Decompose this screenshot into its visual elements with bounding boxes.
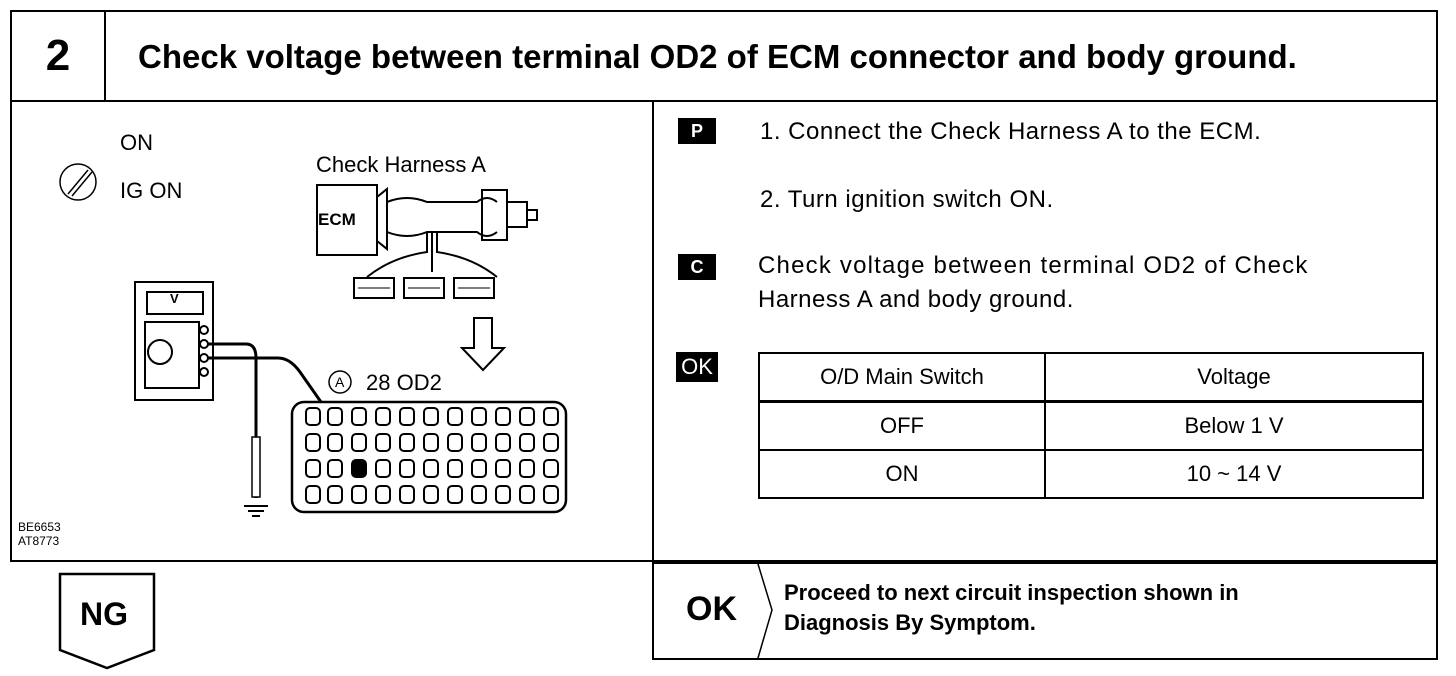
step-header: 2 Check voltage between terminal OD2 of …: [10, 10, 1438, 102]
voltmeter-label: V: [170, 291, 179, 306]
check-badge: C: [678, 254, 716, 280]
ng-result-shape: [58, 572, 156, 670]
connector-terminals: [305, 407, 559, 504]
table-cell: OFF: [758, 400, 1046, 451]
content-frame: [10, 100, 1438, 562]
ref-code-1: BE6653: [18, 520, 61, 534]
ng-result-label: NG: [80, 596, 128, 632]
ground-icon: [244, 505, 268, 517]
check-instruction-line-2: Harness A and body ground.: [758, 286, 1074, 313]
ok-result-text-line-1: Proceed to next circuit inspection shown…: [784, 580, 1239, 605]
prep-badge: P: [678, 118, 716, 144]
table-row: ON 10 ~ 14 V: [758, 449, 1424, 499]
probe-lead: [208, 356, 372, 473]
column-divider: [652, 100, 654, 660]
ignition-on-label: ON: [120, 130, 153, 155]
step-number: 2: [12, 12, 106, 100]
ignition-key-icon: [59, 163, 97, 201]
voltage-spec-table: O/D Main Switch Voltage OFF Below 1 V ON…: [758, 352, 1424, 499]
ok-result-box: [652, 562, 1438, 660]
terminal-label: 28 OD2: [366, 370, 442, 395]
ref-code-2: AT8773: [18, 534, 60, 548]
table-header-row: O/D Main Switch Voltage: [758, 352, 1424, 403]
check-harness-icon: [316, 184, 538, 278]
table-cell: Below 1 V: [1044, 400, 1424, 451]
ok-chevron-icon: [757, 563, 773, 659]
check-instruction-line-1: Check voltage between terminal OD2 of Ch…: [758, 252, 1309, 279]
step-title: Check voltage between terminal OD2 of EC…: [138, 38, 1297, 75]
terminal-marker: A: [335, 374, 345, 390]
terminal-marker-circle: [328, 370, 352, 394]
wiring-illustration: [59, 163, 568, 517]
table-header-cell: Voltage: [1044, 352, 1424, 403]
ok-result-text: Proceed to next circuit inspection shown…: [784, 578, 1404, 638]
ok-badge: OK: [676, 352, 718, 382]
harness-connector-blocks: [353, 277, 495, 299]
ignition-ig-on-label: IG ON: [120, 178, 183, 203]
procedure-step-1: 1. Connect the Check Harness A to the EC…: [760, 118, 1262, 145]
ok-result-text-line-2: Diagnosis By Symptom.: [784, 610, 1036, 635]
table-row: OFF Below 1 V: [758, 400, 1424, 451]
ecm-label: ECM: [318, 210, 356, 229]
table-cell: ON: [758, 449, 1046, 499]
check-harness-label: Check Harness A: [316, 152, 486, 177]
table-cell: 10 ~ 14 V: [1044, 449, 1424, 499]
table-header-cell: O/D Main Switch: [758, 352, 1046, 403]
ecm-connector-face: [290, 400, 568, 514]
voltmeter-icon: [134, 281, 214, 401]
down-arrow-icon: [459, 317, 507, 372]
procedure-step-2: 2. Turn ignition switch ON.: [760, 186, 1054, 213]
ok-result-label: OK: [686, 590, 737, 628]
ground-lead: [208, 342, 258, 498]
